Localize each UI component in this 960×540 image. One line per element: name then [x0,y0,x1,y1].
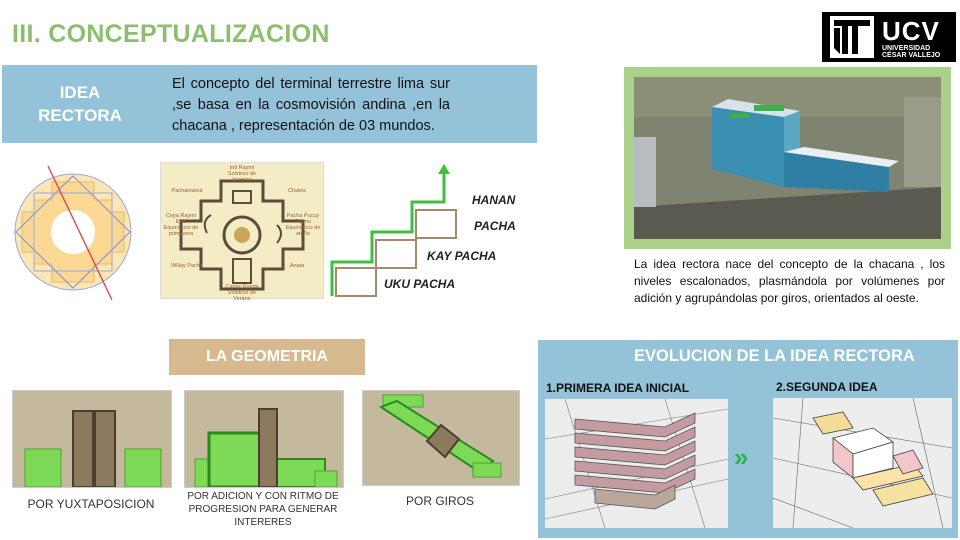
chacana-diagram [14,165,132,300]
stairs-diagram [330,164,457,297]
calendar-art [179,179,305,291]
idea-rectora-label: IDEA RECTORA [38,83,122,125]
logo-subtext: UNIVERSIDAD CÉSAR VALLEJO [882,45,941,59]
ucv-shield-icon [830,16,874,58]
evolucion-title: EVOLUCION DE LA IDEA RECTORA [634,347,915,365]
adicion-panel [184,390,344,489]
giros-art [378,394,502,478]
segunda-idea-art [773,398,952,528]
primera-idea-label: 1.PRIMERA IDEA INICIAL [546,381,690,395]
idea-rectora-description: La idea rectora nace del concepto de la … [634,257,945,305]
hanan-label: HANAN [472,193,516,207]
idea-rectora-text: El concepto del terminal terrestre lima … [172,76,450,134]
segunda-idea-label: 2.SEGUNDA IDEA [776,380,878,394]
adicion-caption: POR ADICION Y CON RITMO DE PROGRESION PA… [187,491,339,528]
giros-panel [362,390,520,486]
geometria-title: LA GEOMETRIA [169,339,365,375]
primera-idea-sketch [545,399,728,528]
arrow-icon: » [734,442,749,472]
giros-caption: POR GIROS [405,494,474,508]
segunda-idea-sketch [773,398,952,528]
yuxtaposicion-art [24,410,162,488]
idea-rectora-box: IDEA RECTORA El concepto del terminal te… [2,65,537,143]
yuxtaposicion-panel [12,390,172,488]
pacha-label: PACHA [474,219,516,233]
logo-text: UCV [882,16,940,46]
yuxtaposicion-caption: POR YUXTAPOSICION [27,497,155,511]
andean-calendar-image: Inti Raymi Solsticio de Invierno Pachama… [160,162,324,302]
aerial-render-image [634,77,941,239]
page-title: III. CONCEPTUALIZACION [12,20,330,48]
ucv-logo: UCV UNIVERSIDAD CÉSAR VALLEJO [822,12,956,62]
uku-pacha-label: UKU PACHA [384,277,456,291]
primera-idea-art [545,399,728,528]
kay-pacha-label: KAY PACHA [427,249,497,263]
adicion-art [194,408,338,489]
evolucion-box: EVOLUCION DE LA IDEA RECTORA 1.PRIMERA I… [538,340,958,538]
aerial-render-art [634,77,941,239]
aerial-render-frame [624,67,951,249]
